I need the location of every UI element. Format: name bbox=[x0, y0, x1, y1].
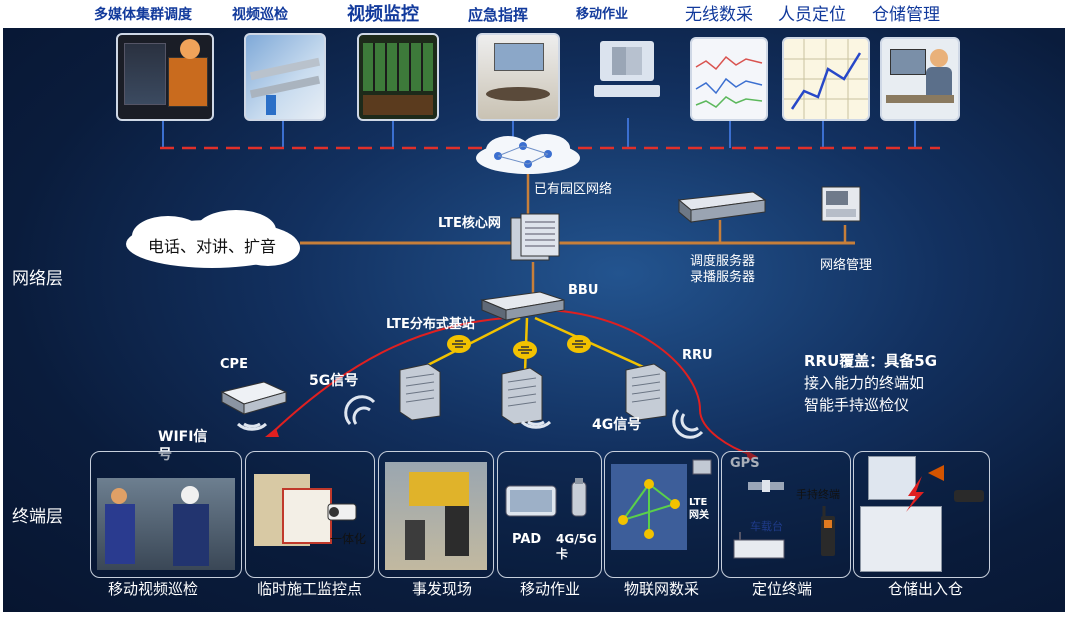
camera-icon bbox=[327, 503, 357, 521]
map-icon bbox=[784, 39, 868, 119]
app-label-warehouse-mgmt: 仓储管理 bbox=[872, 5, 940, 25]
terminal-box-positioning: 手持终端 车载台 bbox=[721, 451, 851, 578]
terminal-box-incident-scene bbox=[378, 451, 494, 578]
handheld-radio-icon bbox=[821, 506, 835, 556]
terminal-box-mobile-work: PAD 4G/5G卡 bbox=[497, 451, 602, 578]
campus-network-cloud bbox=[476, 134, 580, 174]
lte-base-label: LTE分布式基站 bbox=[386, 317, 475, 332]
terminal-label-mobile-work: 移动作业 bbox=[520, 580, 581, 598]
rru-device-middle-icon bbox=[501, 367, 543, 425]
network-mgmt-icon bbox=[821, 186, 861, 222]
app-label-mobile-work: 移动作业 bbox=[576, 7, 629, 22]
rru-note-line3: 智能手持巡检仪 bbox=[804, 396, 910, 414]
card-label: 4G/5G卡 bbox=[556, 532, 597, 561]
thumb-video-monitor bbox=[357, 33, 439, 121]
dispatch-server-icon bbox=[677, 191, 767, 224]
terminal-box-mobile-video-patrol bbox=[90, 451, 242, 578]
signal-icon-4g bbox=[672, 408, 704, 439]
thumb-video-patrol bbox=[244, 33, 326, 121]
link-icon-left bbox=[447, 335, 471, 353]
link-icon-middle bbox=[513, 341, 537, 359]
thumb-wireless-data bbox=[690, 37, 768, 121]
vehicle-label: 车载台 bbox=[750, 520, 783, 533]
integrated-label: 一体化 bbox=[330, 532, 367, 546]
signal-icon-wifi bbox=[236, 422, 268, 431]
rru-note-line1: RRU覆盖：具备5G bbox=[804, 352, 938, 370]
network-layer-label: 网络层 bbox=[12, 269, 63, 289]
scanner-icon bbox=[954, 490, 984, 502]
pad-label: PAD bbox=[512, 532, 542, 547]
cpe-label: CPE bbox=[220, 357, 248, 372]
terminal-label-iot-data: 物联网数采 bbox=[624, 580, 700, 598]
app-label-video-patrol: 视频巡检 bbox=[232, 7, 288, 23]
vehicle-radio-icon bbox=[733, 532, 785, 559]
lte-gateway-label: LTE网关 bbox=[689, 497, 709, 521]
terminal-label-mobile-video-patrol: 移动视频巡检 bbox=[108, 580, 199, 598]
signal-emitter-icon bbox=[928, 465, 944, 481]
thumb-emergency-command bbox=[476, 33, 560, 121]
terminal-label-temporary-monitor: 临时施工监控点 bbox=[257, 580, 363, 598]
gps-label: GPS bbox=[730, 456, 760, 471]
campus-network-label: 已有园区网络 bbox=[534, 182, 613, 197]
bbu-device-icon bbox=[480, 291, 565, 321]
app-label-emergency-command: 应急指挥 bbox=[468, 6, 529, 24]
cpe-device-icon bbox=[220, 381, 288, 415]
terminal-label-warehouse: 仓储出入仓 bbox=[888, 580, 964, 598]
lte-core-label: LTE核心网 bbox=[438, 216, 501, 231]
app-label-wireless-data: 无线数采 bbox=[685, 5, 753, 25]
card-device-icon bbox=[571, 478, 587, 517]
app-label-video-monitor: 视频监控 bbox=[347, 4, 419, 25]
app-label-personnel-location: 人员定位 bbox=[778, 5, 846, 25]
terminal-box-iot-data: LTE网关 bbox=[604, 451, 719, 578]
handheld-label: 手持终端 bbox=[796, 488, 840, 501]
terminal-box-warehouse bbox=[853, 451, 990, 578]
worker-icon bbox=[930, 49, 948, 67]
chart-screen-icon bbox=[695, 55, 763, 108]
rru-device-left-icon bbox=[399, 363, 441, 421]
voice-cloud bbox=[126, 210, 300, 268]
pad-icon bbox=[505, 485, 557, 517]
bbu-label: BBU bbox=[568, 283, 599, 298]
worker-icon bbox=[181, 486, 199, 504]
link-icon-right bbox=[567, 335, 591, 353]
dispatch-server-label: 调度服务器 bbox=[690, 254, 756, 269]
thumb-mobile-work bbox=[590, 33, 664, 117]
terminal-layer-label: 终端层 bbox=[12, 507, 63, 527]
worker-icon bbox=[111, 488, 127, 504]
terminal-label-incident-scene: 事发现场 bbox=[412, 580, 473, 598]
thumb-warehouse-mgmt bbox=[880, 37, 960, 121]
terminal-box-temporary-monitor: 一体化 bbox=[245, 451, 375, 578]
laptop-icon bbox=[594, 41, 660, 97]
thumb-multimedia-dispatch bbox=[116, 33, 214, 121]
satellite-icon bbox=[748, 480, 784, 492]
rru-device-right-icon bbox=[625, 363, 667, 421]
lte-core-server-icon bbox=[510, 213, 560, 261]
network-mgmt-label: 网络管理 bbox=[820, 258, 873, 273]
terminal-label-positioning: 定位终端 bbox=[752, 580, 813, 598]
gateway-icon bbox=[692, 459, 712, 475]
rru-label: RRU bbox=[682, 348, 713, 363]
red-arrow-icon bbox=[906, 476, 924, 512]
iot-network-icon bbox=[611, 464, 687, 550]
operator-icon bbox=[180, 39, 200, 59]
broadcast-server-label: 录播服务器 bbox=[690, 270, 756, 285]
signal-5g-label: 5G信号 bbox=[309, 373, 359, 389]
thumb-personnel-location bbox=[782, 37, 870, 121]
app-label-multimedia-dispatch: 多媒体集群调度 bbox=[94, 7, 192, 23]
rru-note-line2: 接入能力的终端如 bbox=[804, 374, 925, 392]
signal-icon-5g bbox=[344, 395, 376, 426]
voice-cloud-label: 电话、对讲、扩音 bbox=[148, 237, 277, 256]
signal-4g-label: 4G信号 bbox=[592, 417, 642, 433]
signal-icon-middle bbox=[520, 420, 552, 429]
